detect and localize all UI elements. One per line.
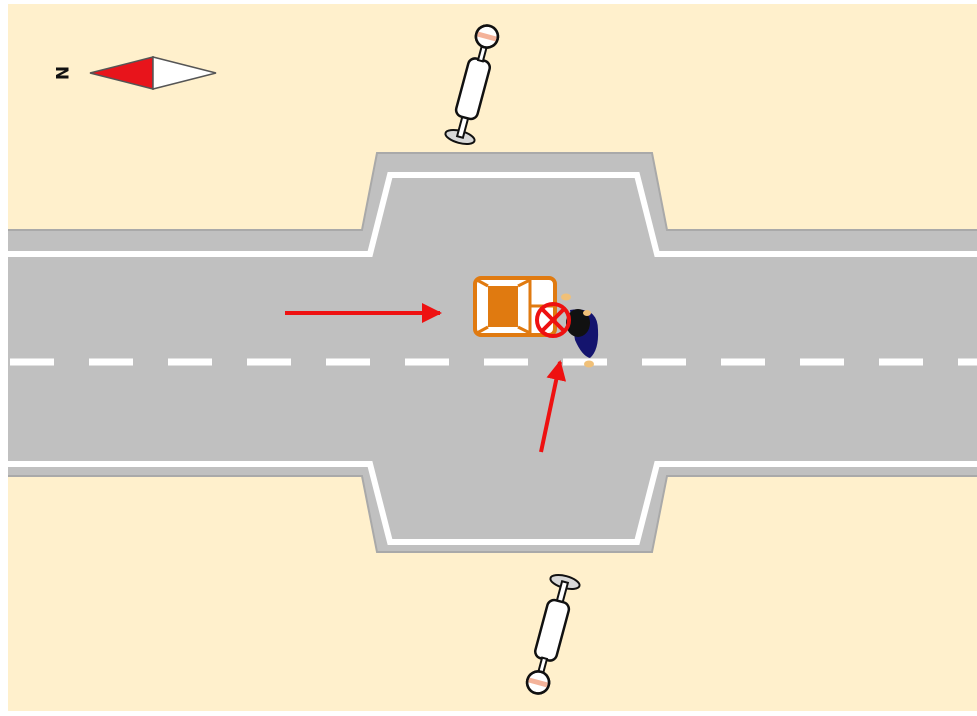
lane-line-south <box>8 461 977 545</box>
pedestrian-topdown-icon <box>561 293 599 368</box>
compass-label: N <box>51 66 71 80</box>
road-edge-south <box>8 475 977 553</box>
north-arrow-icon: N <box>51 56 217 90</box>
road <box>8 152 977 553</box>
lane-line-north <box>8 172 977 257</box>
road-edge-north <box>8 152 977 231</box>
pedestrian-direction-arrow <box>539 360 567 453</box>
collision-marker-icon <box>535 302 571 338</box>
car-topdown-icon <box>473 276 557 337</box>
